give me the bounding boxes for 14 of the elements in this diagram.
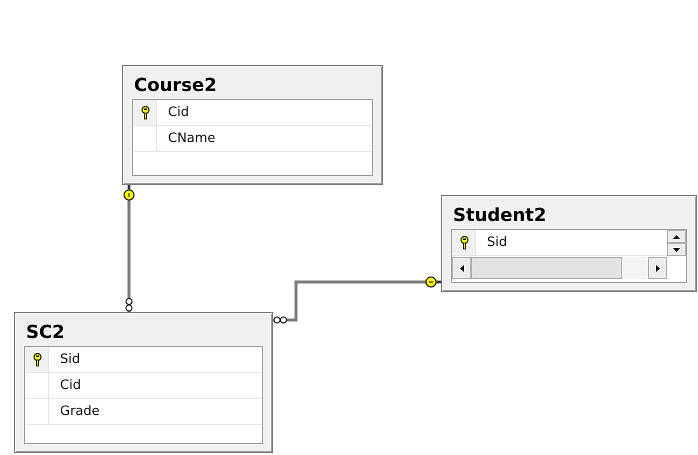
column-name: Cid [60, 376, 81, 395]
table-title: Student2 [453, 205, 546, 227]
table-box [14, 312, 273, 453]
column-name: Grade [60, 402, 100, 421]
relationship-line [123, 184, 135, 312]
table-title: Course2 [134, 75, 217, 97]
relationship-line [273, 276, 442, 324]
table-box [122, 65, 383, 185]
table-box [441, 195, 697, 292]
column-name: CName [168, 130, 216, 148]
column-name: Sid [487, 234, 508, 252]
column-name: Cid [168, 104, 189, 122]
column-name: Sid [60, 350, 80, 369]
table-title: SC2 [26, 322, 65, 344]
